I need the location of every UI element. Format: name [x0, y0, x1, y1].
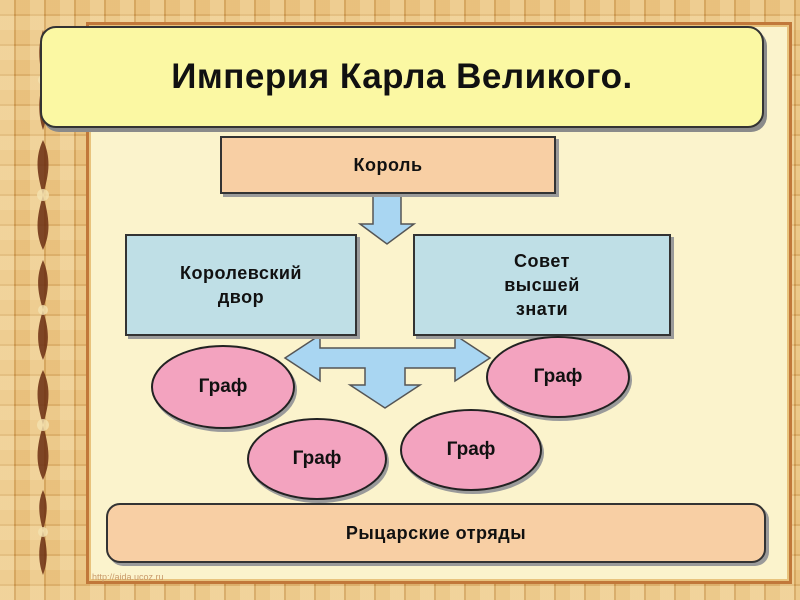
- title-box: Империя Карла Великого.: [40, 26, 764, 128]
- royal-court-label: Королевский двор: [180, 262, 302, 307]
- graf-ellipse-2: Граф: [486, 336, 630, 418]
- knights-box: Рыцарские отряды: [106, 503, 766, 563]
- king-box: Король: [220, 136, 556, 194]
- graf-ellipse-3: Граф: [247, 418, 387, 500]
- royal-court-box: Королевский двор: [125, 234, 357, 336]
- page-title: Империя Карла Великого.: [171, 57, 633, 96]
- council-label: Совет высшей знати: [504, 250, 580, 320]
- watermark: http://aida.ucoz.ru: [92, 572, 164, 582]
- graf-ellipse-1: Граф: [151, 345, 295, 429]
- council-box: Совет высшей знати: [413, 234, 671, 336]
- graf-ellipse-4: Граф: [400, 409, 542, 491]
